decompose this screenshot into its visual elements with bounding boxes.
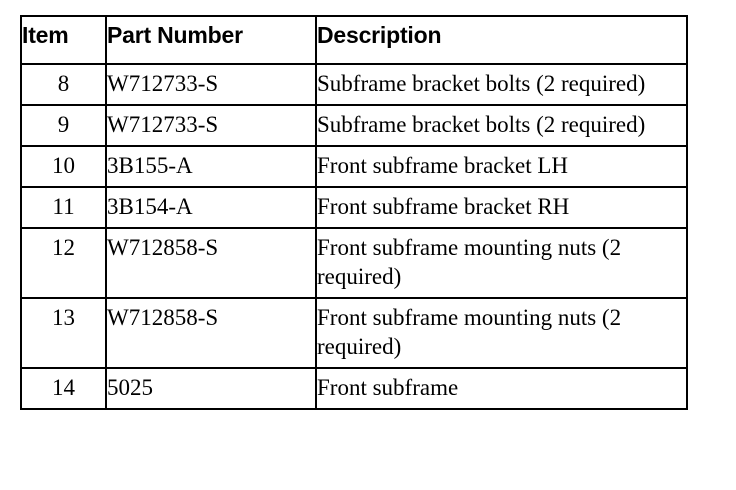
cell-part-number: 3B155-A: [105, 145, 317, 188]
cell-description: Subframe bracket bolts (2 required): [315, 63, 688, 106]
cell-item: 12: [20, 227, 107, 299]
cell-description: Front subframe mounting nuts (2 required…: [315, 297, 688, 369]
cell-description: Front subframe bracket RH: [315, 186, 688, 229]
table-row: 9 W712733-S Subframe bracket bolts (2 re…: [20, 104, 688, 147]
cell-part-number: 5025: [105, 367, 317, 410]
cell-part-number: W712858-S: [105, 297, 317, 369]
cell-part-number: 3B154-A: [105, 186, 317, 229]
column-header-part-number: Part Number: [105, 15, 317, 65]
cell-item: 14: [20, 367, 107, 410]
cell-item: 9: [20, 104, 107, 147]
cell-description: Front subframe: [315, 367, 688, 410]
cell-part-number: W712858-S: [105, 227, 317, 299]
column-header-item: Item: [20, 15, 107, 65]
parts-table: Item Part Number Description 8 W712733-S…: [20, 15, 688, 410]
table-row: 10 3B155-A Front subframe bracket LH: [20, 145, 688, 188]
table-header-row: Item Part Number Description: [20, 15, 688, 65]
cell-part-number: W712733-S: [105, 104, 317, 147]
cell-item: 11: [20, 186, 107, 229]
cell-description: Front subframe mounting nuts (2 required…: [315, 227, 688, 299]
cell-description: Front subframe bracket LH: [315, 145, 688, 188]
table-row: 13 W712858-S Front subframe mounting nut…: [20, 297, 688, 369]
cell-item: 10: [20, 145, 107, 188]
table-body: 8 W712733-S Subframe bracket bolts (2 re…: [20, 63, 688, 410]
table-row: 11 3B154-A Front subframe bracket RH: [20, 186, 688, 229]
table-row: 12 W712858-S Front subframe mounting nut…: [20, 227, 688, 299]
cell-item: 13: [20, 297, 107, 369]
cell-description: Subframe bracket bolts (2 required): [315, 104, 688, 147]
column-header-description: Description: [315, 15, 688, 65]
cell-part-number: W712733-S: [105, 63, 317, 106]
table-row: 8 W712733-S Subframe bracket bolts (2 re…: [20, 63, 688, 106]
table-header: Item Part Number Description: [20, 15, 688, 65]
cell-item: 8: [20, 63, 107, 106]
table-row: 14 5025 Front subframe: [20, 367, 688, 410]
parts-table-container: Item Part Number Description 8 W712733-S…: [20, 15, 688, 410]
